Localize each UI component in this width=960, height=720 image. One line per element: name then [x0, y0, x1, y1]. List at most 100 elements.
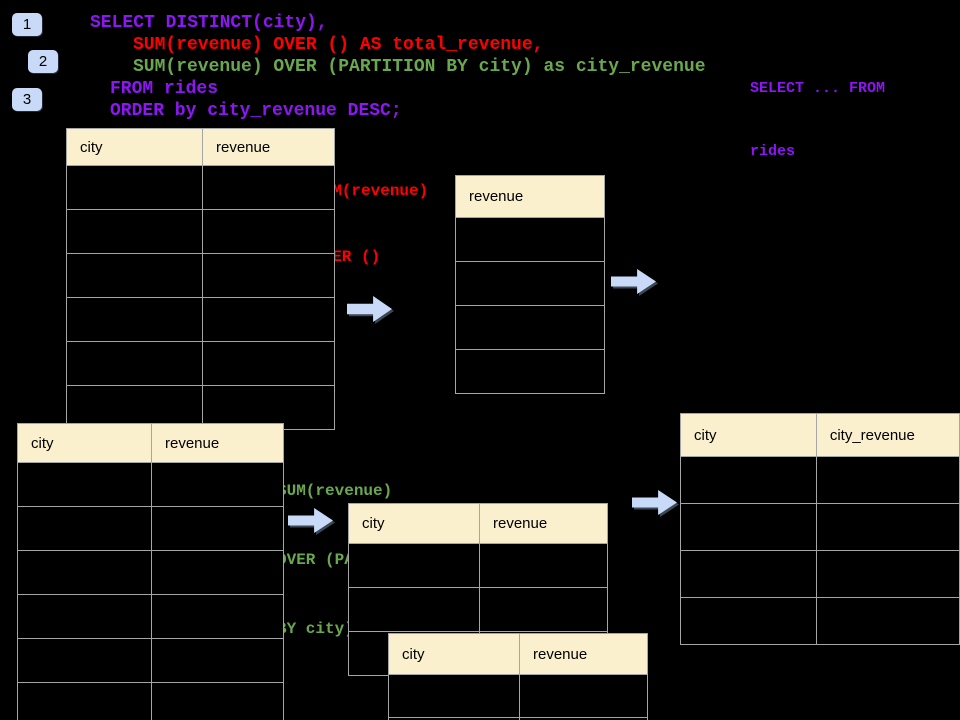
side-note-line: rides — [750, 143, 796, 160]
column-header: city — [66, 128, 203, 166]
sql-line-from: FROM rides — [110, 79, 219, 99]
table-row — [66, 165, 335, 210]
empty-cell — [388, 674, 520, 718]
empty-cell — [479, 543, 608, 588]
empty-cell — [66, 209, 203, 254]
empty-cell — [815, 503, 960, 551]
empty-cell — [680, 456, 817, 504]
empty-cell — [17, 638, 152, 683]
table-row — [455, 217, 605, 262]
flow-arrow-to-partition-icon — [288, 508, 333, 533]
empty-cell — [202, 209, 335, 254]
table-row — [17, 682, 284, 720]
annotation-line: SUM(revenue) — [313, 182, 429, 200]
empty-cell — [202, 341, 335, 386]
empty-cell — [479, 587, 608, 632]
empty-cell — [17, 506, 152, 551]
empty-cell — [17, 682, 152, 720]
column-header: revenue — [455, 175, 605, 218]
table-row — [66, 341, 335, 386]
table-row — [388, 717, 648, 720]
step-badge-3: 3 — [12, 88, 42, 111]
column-header: city — [17, 423, 152, 463]
empty-cell — [815, 597, 960, 645]
table-row — [17, 506, 284, 551]
empty-cell — [66, 385, 203, 430]
empty-cell — [66, 297, 203, 342]
empty-cell — [815, 550, 960, 598]
column-header: revenue — [519, 633, 648, 675]
data-table: revenue — [455, 175, 605, 394]
empty-cell — [680, 550, 817, 598]
step-badge-2: 2 — [28, 50, 58, 73]
flow-arrow-from-total-icon — [611, 269, 656, 294]
table-row — [680, 456, 960, 504]
side-note-select-from-rides: SELECT ... FROM rides — [750, 36, 885, 204]
empty-cell — [202, 297, 335, 342]
column-header: revenue — [151, 423, 284, 463]
empty-cell — [519, 674, 648, 718]
table-row — [66, 253, 335, 298]
table-row — [680, 503, 960, 551]
sql-line-partition: SUM(revenue) OVER (PARTITION BY city) as… — [133, 57, 706, 77]
side-note-line: SELECT ... FROM — [750, 80, 886, 97]
column-header: city — [388, 633, 520, 675]
table-row — [17, 594, 284, 639]
table-row — [680, 550, 960, 598]
table-row — [455, 305, 605, 350]
empty-cell — [66, 341, 203, 386]
table-row — [455, 349, 605, 394]
step-badge-1: 1 — [12, 13, 42, 36]
empty-cell — [151, 682, 284, 720]
flow-arrow-to-total-icon — [347, 296, 392, 322]
table-row — [388, 674, 648, 718]
column-header: city — [348, 503, 480, 544]
column-header: revenue — [202, 128, 335, 166]
table-total-revenue-result: revenue — [455, 175, 605, 394]
table-row — [455, 261, 605, 306]
empty-cell — [17, 550, 152, 595]
empty-cell — [519, 717, 648, 720]
empty-cell — [66, 165, 203, 210]
empty-cell — [455, 305, 605, 350]
table-row — [348, 543, 608, 588]
table-row — [17, 550, 284, 595]
column-header: revenue — [479, 503, 608, 544]
column-header: city — [680, 413, 817, 457]
empty-cell — [151, 506, 284, 551]
sql-line-select: SELECT DISTINCT(city), — [90, 13, 328, 33]
sql-line-order: ORDER by city_revenue DESC; — [110, 101, 402, 121]
empty-cell — [815, 456, 960, 504]
table-row — [66, 297, 335, 342]
empty-cell — [151, 462, 284, 507]
empty-cell — [455, 349, 605, 394]
empty-cell — [455, 217, 605, 262]
flow-arrow-to-result-icon — [632, 490, 677, 515]
sql-line-total: SUM(revenue) OVER () AS total_revenue, — [133, 35, 544, 55]
empty-cell — [680, 597, 817, 645]
table-row — [17, 638, 284, 683]
table-row — [17, 462, 284, 507]
empty-cell — [17, 462, 152, 507]
empty-cell — [680, 503, 817, 551]
empty-cell — [151, 638, 284, 683]
column-header: city_revenue — [815, 413, 960, 457]
table-row — [680, 597, 960, 645]
empty-cell — [348, 543, 480, 588]
empty-cell — [17, 594, 152, 639]
annotation-line: SUM(revenue) — [277, 482, 393, 500]
table-row — [66, 209, 335, 254]
table-row — [348, 587, 608, 632]
empty-cell — [66, 253, 203, 298]
empty-cell — [151, 550, 284, 595]
empty-cell — [151, 594, 284, 639]
